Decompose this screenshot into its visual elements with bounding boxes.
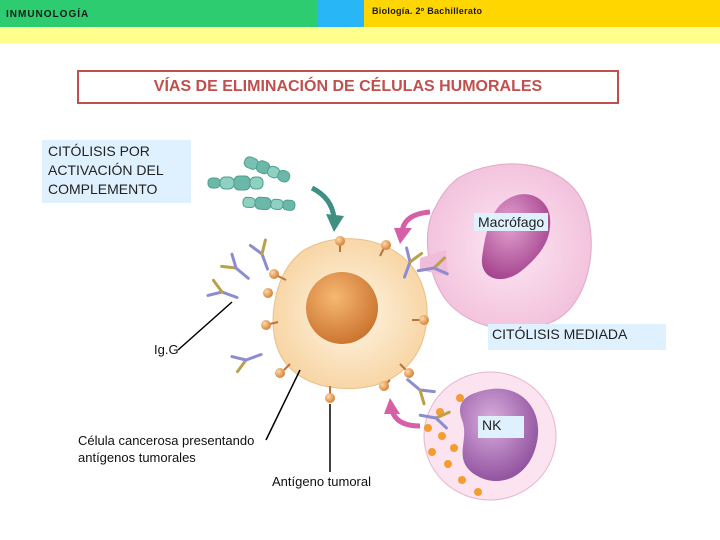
cancer-cell [272, 238, 428, 390]
header-bar: INMUNOLOGÍA Biología. 2º Bachillerato [0, 0, 720, 27]
complement-arrowhead-icon [326, 214, 344, 232]
label-leader-lines [177, 301, 331, 472]
header-sub-bar [0, 27, 720, 43]
slide-title: VÍAS DE ELIMINACIÓN DE CÉLULAS HUMORALES [153, 78, 543, 95]
header-blue-segment [318, 0, 364, 27]
label-mediated-cytolysis: CITÓLISIS MEDIADA [488, 324, 666, 350]
label-complement-cytolysis: CITÓLISIS POR ACTIVACIÓN DEL COMPLEMENTO [42, 140, 191, 203]
tumor-antigens [261, 236, 429, 403]
complement-arrow-icon [310, 185, 337, 219]
header-course-title: Biología. 2º Bachillerato [372, 6, 483, 16]
label-tumor-antigen: Antígeno tumoral [272, 474, 372, 489]
header-subject-title: INMUNOLOGÍA [6, 9, 90, 20]
header-yellow-segment [364, 0, 720, 27]
label-cancer-cell: Célula cancerosa presentando antígenos t… [78, 433, 255, 465]
nk-arrowhead-icon [384, 398, 400, 414]
label-nk: NK [478, 416, 524, 438]
cancer-cell-nucleus [306, 272, 378, 344]
complement-proteins [207, 156, 296, 211]
header-green-segment [0, 0, 318, 27]
macrophage-cell [420, 163, 592, 330]
igg-antibodies [206, 238, 451, 430]
macrophage-arrowhead-icon [394, 228, 412, 244]
label-igg: Ig.G [154, 342, 179, 357]
label-macrophage: Macrófago [474, 213, 549, 231]
slide-title-box: VÍAS DE ELIMINACIÓN DE CÉLULAS HUMORALES [77, 70, 619, 104]
